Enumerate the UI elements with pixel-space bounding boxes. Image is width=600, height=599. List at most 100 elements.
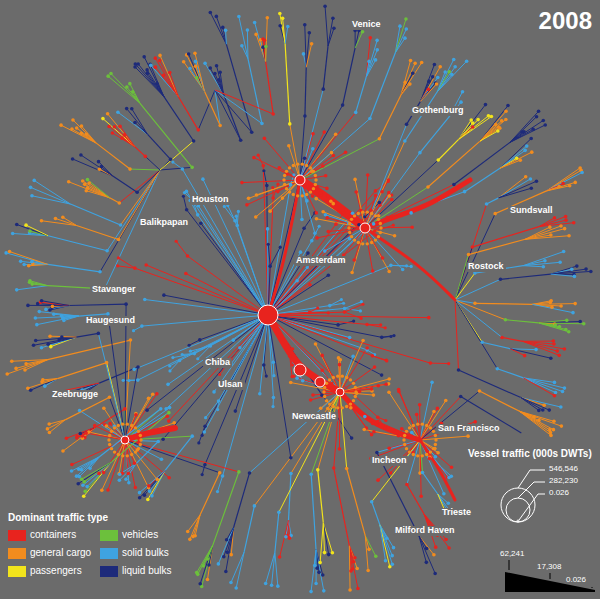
route-line — [48, 264, 100, 271]
port-dot — [209, 11, 213, 15]
port-dot — [341, 103, 345, 107]
port-dot — [362, 428, 366, 432]
port-dot — [523, 354, 527, 358]
port-dot — [495, 367, 499, 371]
port-dot — [374, 189, 378, 193]
route-line — [215, 90, 273, 114]
port-dot — [120, 136, 124, 140]
trunk-route — [365, 228, 455, 300]
route-line — [217, 476, 222, 492]
port-dot — [359, 309, 362, 312]
port-dot — [433, 63, 437, 67]
route-line — [164, 295, 268, 315]
route-line — [34, 180, 70, 204]
port-dot — [353, 214, 356, 217]
route-line — [305, 67, 306, 116]
port-dot — [125, 85, 129, 89]
port-dot — [405, 27, 409, 31]
route-line — [523, 252, 564, 266]
legend-swatch — [100, 530, 118, 541]
port-dot — [378, 137, 382, 141]
port-dot — [402, 438, 405, 441]
port-dot — [443, 70, 447, 74]
route-line — [73, 159, 113, 176]
port-dot — [190, 166, 194, 170]
port-dot — [51, 305, 55, 309]
port-dot — [292, 164, 295, 167]
port-dot — [291, 363, 294, 366]
route-line — [99, 162, 113, 176]
port-dot — [354, 190, 358, 194]
port-dot — [295, 279, 299, 283]
port-dot — [27, 264, 31, 268]
port-dot — [348, 406, 352, 410]
route-line — [280, 520, 289, 557]
port-dot — [248, 471, 252, 475]
port-dot — [193, 51, 197, 55]
port-dot — [328, 402, 331, 405]
port-dot — [85, 132, 89, 136]
route-line — [12, 360, 48, 362]
route-line — [108, 314, 125, 440]
route-line — [81, 155, 113, 176]
port-dot — [28, 229, 32, 233]
route-line — [273, 362, 275, 375]
port-dot — [550, 305, 554, 309]
port-name: Houston — [190, 195, 231, 205]
port-dot — [314, 183, 317, 186]
port-dot — [341, 374, 344, 377]
route-line — [178, 97, 198, 130]
trunk-route — [365, 180, 470, 228]
port-dot — [187, 52, 191, 56]
port-dot — [202, 564, 206, 568]
port-dot — [279, 246, 282, 249]
port-dot — [387, 270, 391, 274]
route-line — [372, 356, 386, 360]
trunk-route — [268, 315, 340, 392]
port-dot — [311, 147, 315, 151]
port-dot — [429, 361, 433, 365]
port-dot — [32, 344, 36, 348]
route-line — [423, 473, 438, 494]
port-dot — [351, 354, 355, 358]
port-dot — [266, 16, 270, 20]
port-dot — [377, 218, 380, 221]
route-line — [437, 61, 466, 92]
port-dot — [253, 21, 257, 25]
port-dot — [70, 463, 74, 467]
port-dot — [392, 334, 395, 337]
port-dot — [215, 64, 219, 68]
port-dot — [535, 179, 539, 183]
route-line — [160, 167, 192, 170]
legend-label: containers — [30, 529, 76, 540]
port-dot — [206, 557, 210, 561]
port-dot — [43, 384, 47, 388]
route-line — [83, 181, 110, 198]
legend-swatch — [100, 566, 118, 577]
route-line — [41, 221, 76, 226]
port-dot — [361, 339, 365, 343]
leader-line — [550, 573, 551, 579]
port-dot — [529, 186, 533, 190]
port-dot — [193, 352, 197, 356]
route-line — [199, 426, 205, 443]
port-dot — [369, 208, 373, 212]
route-line — [520, 411, 554, 429]
port-dot — [434, 443, 437, 446]
port-dot — [87, 181, 91, 185]
port-dot — [266, 227, 270, 231]
port-dot — [378, 201, 382, 205]
route-line — [166, 315, 268, 409]
leader-line — [592, 587, 593, 588]
port-dot — [34, 339, 38, 343]
route-line — [130, 84, 140, 104]
route-line — [138, 64, 164, 96]
port-dot — [207, 563, 211, 567]
route-line — [475, 303, 532, 304]
route-line — [285, 26, 288, 43]
route-line — [119, 440, 125, 474]
route-line — [210, 12, 226, 44]
port-dot — [218, 373, 221, 376]
port-dot — [336, 323, 340, 327]
port-dot — [166, 383, 170, 387]
